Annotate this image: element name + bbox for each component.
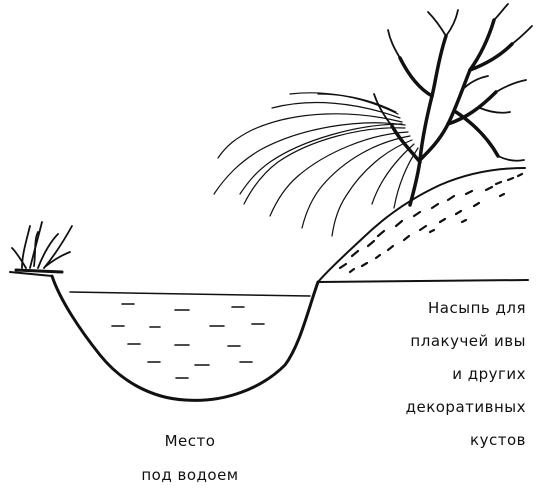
water-surface [70, 292, 310, 296]
pond-area-label-line-1: Место [110, 424, 270, 458]
grass-tuft [12, 222, 72, 272]
embankment-label: Насыпь для плакучей ивы и других декорат… [330, 292, 526, 457]
embankment-label-line-2: плакучей ивы [330, 325, 526, 358]
embankment-label-line-4: декоративных [330, 391, 526, 424]
embankment-mound [318, 168, 525, 282]
pond-area-label: Место под водоем [110, 424, 270, 492]
embankment-label-line-3: и других [330, 358, 526, 391]
water-ripples [112, 304, 264, 378]
embankment-label-line-5: кустов [330, 424, 526, 457]
pond-area-label-line-2: под водоем [110, 458, 270, 492]
willow-drooping-strands [214, 93, 418, 236]
embankment-label-line-1: Насыпь для [330, 292, 526, 325]
ground-line [10, 272, 528, 282]
